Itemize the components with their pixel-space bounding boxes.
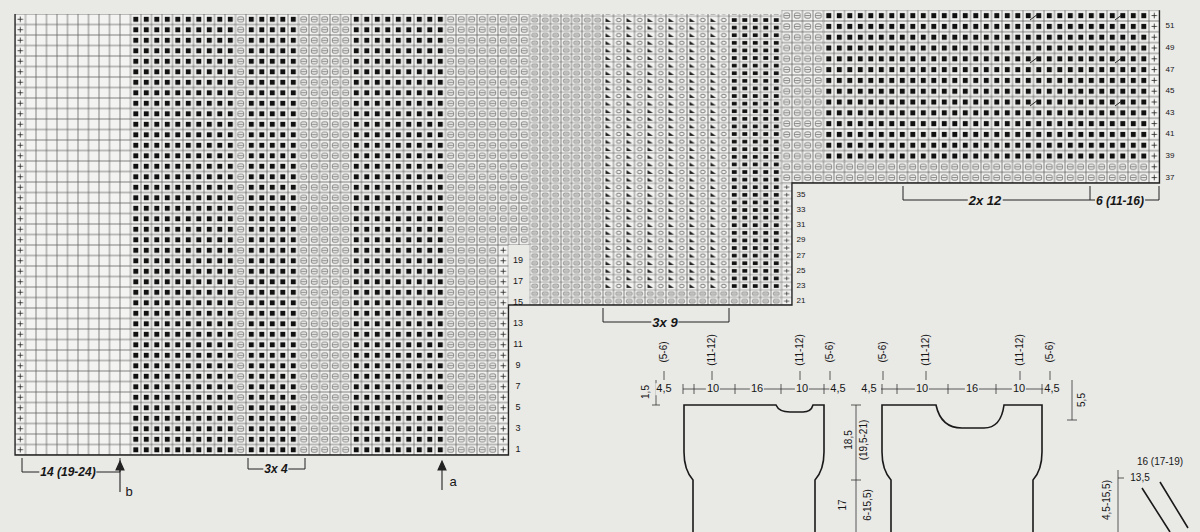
marker-letter: a xyxy=(448,475,457,489)
row-number: 21 xyxy=(796,297,807,305)
dimension-label: 13,5 xyxy=(1129,473,1150,484)
dimension-label: 18,5 xyxy=(844,429,855,450)
chart-block xyxy=(15,14,530,455)
dimension-label: (11-12) xyxy=(1015,333,1026,367)
row-number: 27 xyxy=(796,251,807,259)
dimension-label: 4,5 xyxy=(1043,383,1060,395)
dimension-label: 6-15,5) xyxy=(863,488,874,522)
row-number: 3 xyxy=(514,424,521,433)
row-number: 13 xyxy=(512,319,524,328)
dimension-label: 4,5 xyxy=(829,383,846,395)
row-number: 41 xyxy=(1165,130,1176,138)
row-number: 25 xyxy=(796,267,807,275)
row-number: 1 xyxy=(514,445,521,454)
dimension-label: (19,5-21) xyxy=(859,419,870,462)
chart-outline xyxy=(15,10,1160,455)
dimension-label: (5-6) xyxy=(878,340,889,363)
row-number: 35 xyxy=(796,191,807,199)
dimension-label: (5-6) xyxy=(1045,340,1056,363)
row-number: 37 xyxy=(1165,173,1176,181)
row-number: 5 xyxy=(514,403,521,412)
dimension-label: (11-12) xyxy=(795,333,806,367)
dimension-label: 16 xyxy=(965,383,979,395)
repeat-label: 14 (19-24) xyxy=(39,466,96,479)
dimension-label: (11-12) xyxy=(921,333,932,367)
row-number: 49 xyxy=(1165,44,1176,52)
marker-letter: b xyxy=(124,485,133,499)
row-number: 17 xyxy=(512,277,524,286)
chart-block xyxy=(782,10,1160,183)
repeat-label: 3x 4 xyxy=(263,463,288,476)
row-number: 15 xyxy=(512,298,524,307)
chart-block xyxy=(530,14,793,305)
row-number: 43 xyxy=(1165,109,1176,117)
dimension-line xyxy=(652,371,1124,532)
dimension-label: 16 (17-19) xyxy=(1136,457,1184,468)
row-number: 11 xyxy=(512,340,523,349)
row-number: 45 xyxy=(1165,87,1176,95)
row-number: 47 xyxy=(1165,65,1176,73)
row-number: 51 xyxy=(1165,22,1176,30)
row-number: 33 xyxy=(796,206,807,214)
row-number: 19 xyxy=(512,256,524,265)
dimension-label: 10 xyxy=(795,383,809,395)
dimension-label: (11-12) xyxy=(707,333,718,367)
marker-arrow xyxy=(116,461,446,492)
dimension-label: 4,5 xyxy=(655,383,672,395)
dimension-label: 16 xyxy=(750,383,764,395)
dimension-label: 5,5 xyxy=(1077,392,1088,408)
repeat-label: 6 (11-16) xyxy=(1095,195,1145,208)
garment-outline xyxy=(684,405,1188,532)
dimension-label: 4,5 xyxy=(860,383,877,395)
repeat-label: 3x 9 xyxy=(651,316,678,330)
row-number: 7 xyxy=(514,382,521,391)
row-number: 31 xyxy=(796,221,807,229)
row-number: 39 xyxy=(1165,152,1176,160)
dimension-label: 10 xyxy=(706,383,720,395)
row-number: 23 xyxy=(796,282,807,290)
row-number: 29 xyxy=(796,236,807,244)
repeat-bracket xyxy=(22,186,1159,472)
dimension-label: 17 xyxy=(838,498,849,511)
repeat-label: 2x 12 xyxy=(968,194,1003,208)
row-number: 9 xyxy=(514,361,521,370)
dimension-label: 1,5 xyxy=(641,384,652,400)
dimension-label: (5-6) xyxy=(659,340,670,363)
dimension-label: 10 xyxy=(1012,383,1026,395)
dimension-label: (5-6) xyxy=(825,340,836,363)
dimension-label: 4,5-15,5) xyxy=(1102,479,1113,521)
dimension-label: 10 xyxy=(915,383,929,395)
